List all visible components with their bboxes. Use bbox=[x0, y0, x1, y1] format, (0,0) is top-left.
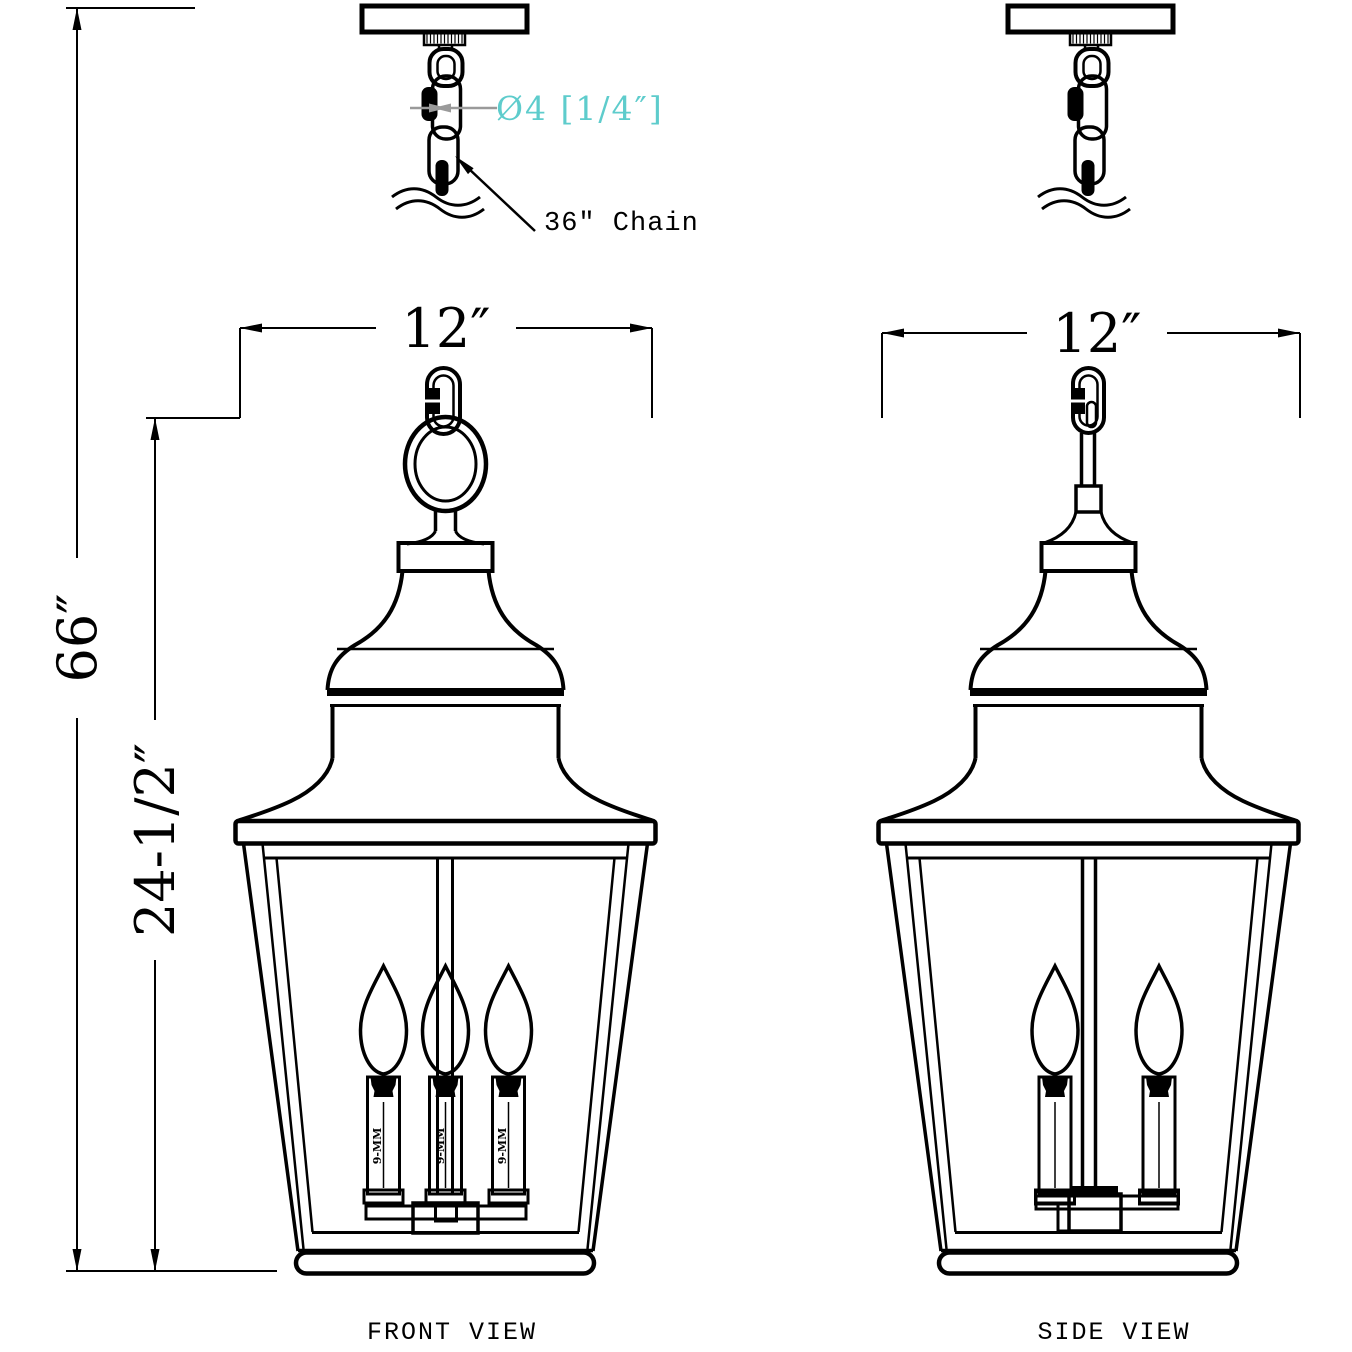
side-width-dimension: 12″ bbox=[1027, 302, 1167, 365]
overall-height-dimension: 66″ bbox=[46, 558, 109, 718]
center-stem bbox=[1080, 858, 1098, 1186]
wire-diameter-leader bbox=[410, 103, 497, 113]
candle bbox=[358, 964, 409, 1205]
side-lantern-body bbox=[879, 543, 1299, 1274]
finial-stem bbox=[433, 511, 458, 531]
candle bbox=[1030, 964, 1080, 1205]
lantern-height-dimension: 24-1/2″ bbox=[124, 720, 187, 960]
front-lantern-cluster bbox=[358, 858, 534, 1235]
candle-marking: 9-MM bbox=[433, 1127, 447, 1165]
side-lantern-hanger bbox=[1043, 366, 1134, 545]
hanging-ring bbox=[402, 414, 489, 514]
candle-marking: 9-MM bbox=[495, 1127, 509, 1165]
chain-detail-side bbox=[1008, 6, 1173, 217]
chain-diameter-note: Ø4 [1/4″] bbox=[496, 88, 664, 128]
strap-block bbox=[1074, 484, 1103, 514]
dimension-lines bbox=[66, 7, 1301, 1272]
chain-note-leader bbox=[455, 156, 536, 232]
stem-cap bbox=[1071, 1186, 1118, 1194]
candle-arms bbox=[364, 1204, 528, 1221]
candle bbox=[1134, 964, 1184, 1205]
front-view-label: FRONT VIEW bbox=[366, 1317, 538, 1347]
front-width-dimension: 12″ bbox=[376, 297, 516, 360]
side-view-label: SIDE VIEW bbox=[1037, 1317, 1191, 1347]
chain-length-note: 36″ Chain bbox=[544, 209, 699, 239]
center-stem bbox=[436, 858, 454, 1195]
candle-marking: 9-MM bbox=[370, 1127, 384, 1165]
cluster-body bbox=[1067, 1192, 1123, 1233]
ring-edge-strap bbox=[1079, 433, 1097, 486]
front-lantern-hanger bbox=[402, 366, 489, 546]
side-lantern-cluster bbox=[1030, 858, 1184, 1233]
candle bbox=[483, 964, 534, 1205]
